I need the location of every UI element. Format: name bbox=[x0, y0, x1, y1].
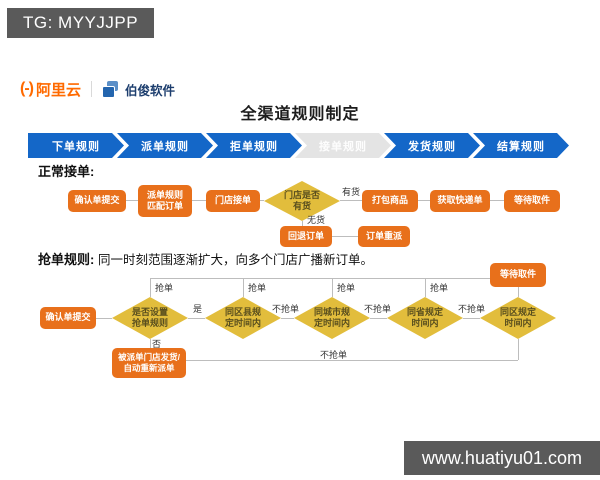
site-watermark-banner: www.huatiyu01.com bbox=[403, 441, 600, 475]
connector bbox=[243, 278, 244, 297]
alibaba-cloud-icon: (-) bbox=[20, 80, 34, 97]
connector bbox=[192, 200, 206, 201]
connector bbox=[260, 200, 264, 201]
label-no-grab-1: 不抢单 bbox=[272, 304, 300, 314]
section-normal-label: 正常接单: bbox=[38, 164, 95, 179]
connector bbox=[425, 278, 426, 297]
grab-rules-title: 抢单规则: bbox=[38, 252, 95, 267]
tab-order-rules: 下单规则 bbox=[28, 133, 124, 158]
decision-stock-check: 门店是否 有货 bbox=[264, 181, 340, 221]
connector bbox=[490, 200, 504, 201]
decision-region-window: 同区规定 时间内 bbox=[480, 297, 556, 339]
section-grab-label: 抢单规则: 同一时刻范围逐渐扩大，向多个门店广播新订单。 bbox=[38, 249, 373, 268]
grab-rules-desc: 同一时刻范围逐渐扩大，向多个门店广播新订单。 bbox=[97, 253, 373, 267]
connector bbox=[186, 360, 518, 361]
logo-row: (-) 阿里云 伯俊软件 bbox=[20, 78, 175, 100]
label-no-grab-2: 不抢单 bbox=[364, 304, 392, 314]
node-get-waybill: 获取快递单 bbox=[430, 190, 490, 212]
node-wait-pickup: 等待取件 bbox=[504, 190, 560, 212]
tab-settle-rules: 结算规则 bbox=[473, 133, 569, 158]
decision-rule-set: 是否设置 抢单规则 bbox=[112, 297, 188, 339]
decision-city-window: 同城市规 定时间内 bbox=[294, 297, 370, 339]
connector bbox=[150, 278, 490, 279]
node-pack-goods: 打包商品 bbox=[362, 190, 418, 212]
connector bbox=[150, 339, 151, 348]
connector bbox=[418, 200, 430, 201]
tab-accept-rules: 接单规则 bbox=[295, 133, 391, 158]
label-grab-1: 抢单 bbox=[155, 283, 174, 293]
connector bbox=[96, 318, 112, 319]
page-title: 全渠道规则制定 bbox=[240, 106, 360, 123]
node-dispatch-match: 派单规则 匹配订单 bbox=[138, 185, 192, 217]
label-grab-4: 抢单 bbox=[430, 283, 449, 293]
tab-reject-rules: 拒单规则 bbox=[206, 133, 302, 158]
node-rollback-order: 回退订单 bbox=[280, 226, 332, 247]
process-step-bar: 下单规则 派单规则 拒单规则 接单规则 发货规则 结算规则 bbox=[28, 133, 566, 158]
connector bbox=[126, 200, 138, 201]
connector bbox=[340, 200, 362, 201]
node-grab-confirm-submit: 确认单提交 bbox=[40, 307, 96, 329]
connector bbox=[332, 236, 358, 237]
node-confirm-submit: 确认单提交 bbox=[68, 190, 126, 212]
node-grab-wait-pickup: 等待取件 bbox=[490, 263, 546, 287]
decision-district-window: 同区县规 定时间内 bbox=[205, 297, 281, 339]
connector bbox=[518, 287, 519, 297]
tg-watermark-banner: TG: MYYJJPP bbox=[7, 8, 155, 38]
logo-divider bbox=[91, 81, 92, 97]
connector bbox=[188, 318, 205, 319]
connector bbox=[150, 278, 151, 297]
tab-ship-rules: 发货规则 bbox=[384, 133, 480, 158]
connector bbox=[518, 339, 519, 360]
alibaba-cloud-logo-text: 阿里云 bbox=[35, 81, 81, 99]
label-has-stock: 有货 bbox=[342, 187, 361, 197]
connector bbox=[302, 221, 303, 226]
label-no-stock: 无货 bbox=[307, 215, 326, 225]
connector bbox=[332, 278, 333, 297]
tab-dispatch-rules: 派单规则 bbox=[117, 133, 213, 158]
label-yes: 是 bbox=[193, 304, 203, 314]
connector bbox=[370, 318, 387, 319]
node-redispatch-order: 订单重派 bbox=[358, 226, 410, 247]
partner-logo-text: 伯俊软件 bbox=[125, 83, 176, 98]
label-no-grab-loop: 不抢单 bbox=[320, 350, 348, 360]
label-grab-3: 抢单 bbox=[337, 283, 356, 293]
decision-province-window: 同省规定 时间内 bbox=[387, 297, 463, 339]
label-grab-2: 抢单 bbox=[248, 283, 267, 293]
partner-squares-icon bbox=[102, 81, 120, 98]
connector bbox=[281, 318, 294, 319]
label-no: 否 bbox=[152, 339, 162, 349]
node-store-accept: 门店接单 bbox=[206, 190, 260, 212]
connector bbox=[463, 318, 480, 319]
node-fallback-dispatch: 被派单门店发货/ 自动重新派单 bbox=[112, 348, 186, 378]
label-no-grab-3: 不抢单 bbox=[458, 304, 486, 314]
